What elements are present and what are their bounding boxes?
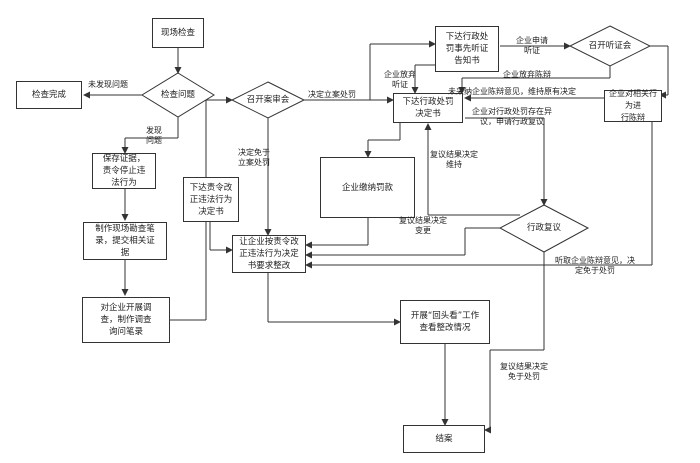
record-survey-box: 制作现场勘查笔 录，提交相关证 据 [83, 222, 167, 260]
enterprise-defense-box: 企业对相关行为进 行陈辩 [604, 89, 662, 122]
inspect-issue-text: 检查问题 [160, 89, 195, 100]
label-waive-hearing: 企业放弃 听证 [384, 70, 416, 89]
label-waive-defense: 企业放弃陈辩 [503, 70, 551, 79]
label-apply-hearing: 企业申请 听证 [516, 36, 548, 55]
pay-fine-box: 企业缴纳罚款 [320, 157, 415, 218]
site-inspection-box: 现场检查 [152, 18, 204, 48]
preserve-evidence-box: 保存证据， 责令停止违 法行为 [92, 153, 156, 189]
hold-hearing-text: 召开听证会 [588, 40, 632, 51]
label-found: 发现 问题 [146, 126, 162, 145]
label-adopt-exempt: 听取企业陈辩意见，决 定免于处罚 [555, 256, 635, 275]
label-not-found: 未发现问题 [88, 80, 128, 89]
correction-order-box: 下达责令改 正违法行为 决定书 [183, 177, 239, 222]
investigate-box: 对企业开展调 查，制作调查 询问笔录 [82, 297, 170, 343]
issue-penalty-decision-box: 下达行政处罚 决定书 [393, 93, 463, 123]
label-review-change: 复议结果决定 变更 [399, 216, 447, 235]
close-case-box: 结案 [403, 425, 485, 453]
label-dispute: 企业对行政处罚存在异 议，申请行政复议 [472, 107, 552, 126]
issue-hearing-notice-box: 下达行政处 罚事先听证 告知书 [435, 26, 499, 72]
label-review-exempt: 复议结果决定 免于处罚 [500, 362, 548, 381]
admin-review-text: 行政复议 [526, 222, 561, 233]
rectify-box: 让企业按责令改 正违法行为决定 书要求整改 [232, 235, 306, 273]
label-decide-exempt: 决定免于 立案处罚 [238, 148, 270, 167]
label-not-adopt: 未采纳企业陈辩意见，维持原有决定 [448, 87, 576, 96]
inspection-done-box: 检查完成 [16, 81, 82, 109]
hold-meeting-text: 召开案审会 [246, 94, 290, 105]
label-review-maintain: 复议结果决定 维持 [430, 150, 478, 169]
lookback-box: 开展“回头看”工作 查看整改情况 [400, 300, 490, 344]
label-decide-penalty: 决定立案处罚 [308, 90, 356, 99]
